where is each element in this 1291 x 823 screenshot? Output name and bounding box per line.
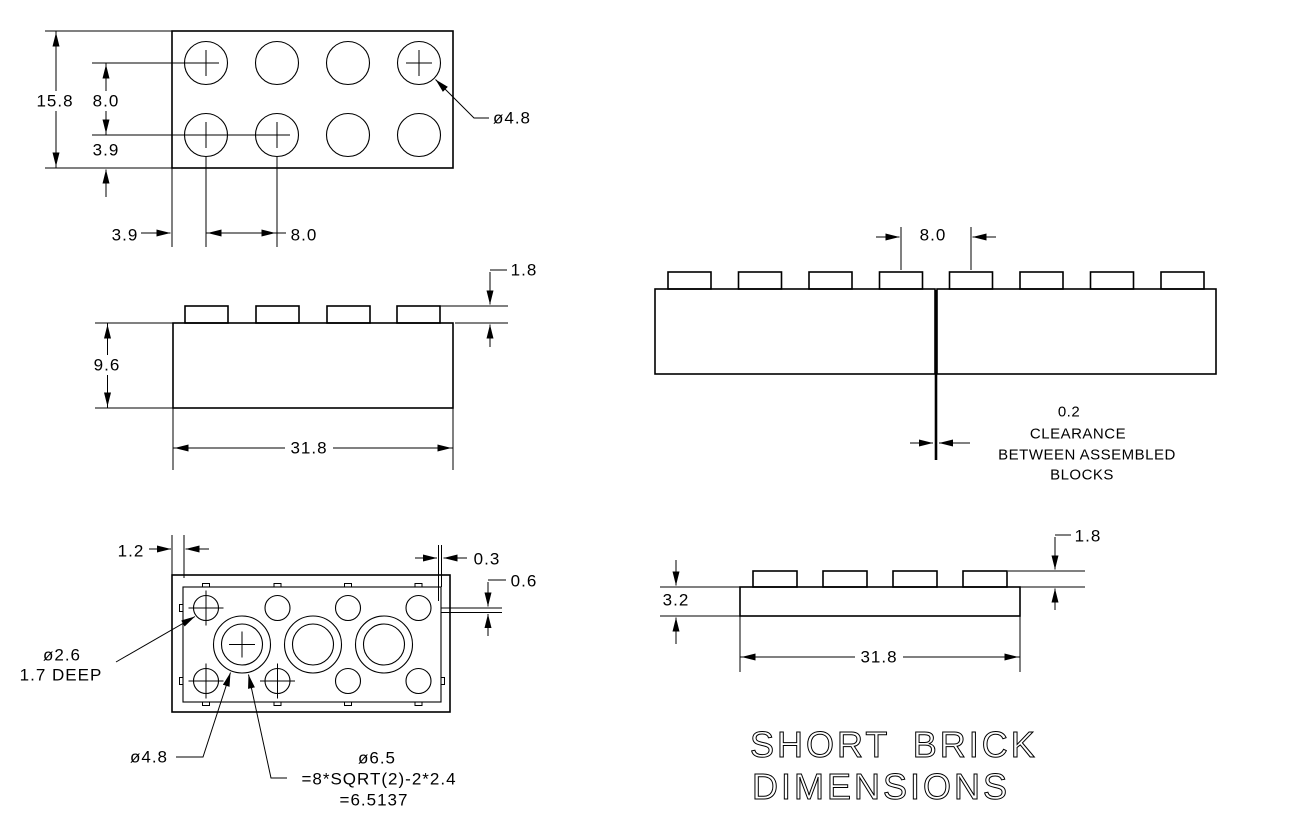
dim-wall-thickness: 1.2 bbox=[118, 542, 145, 561]
assembled-studs bbox=[667, 271, 1205, 290]
clearance-note-line4: BLOCKS bbox=[1050, 467, 1114, 484]
bottom-view: 1.2 0.3 0.6 ø2.6 1.7 DEEP ø4.8 ø6.5 =8*S… bbox=[20, 535, 538, 810]
corner-hole-center-marks bbox=[188, 590, 295, 699]
bottom-outline bbox=[171, 574, 451, 713]
tube-outer-formula: =8*SQRT(2)-2*2.4 bbox=[301, 770, 456, 789]
plate-view: 3.2 1.8 31.8 bbox=[660, 527, 1102, 672]
dim-plate-stud-height: 1.8 bbox=[1075, 527, 1102, 546]
plate-body bbox=[739, 586, 1021, 617]
dim-tube-inner-diameter: ø4.8 bbox=[130, 748, 168, 767]
dim-rib-height: 0.6 bbox=[511, 572, 538, 591]
assembled-dimension-lines bbox=[876, 227, 996, 447]
dim-front-stud-height: 1.8 bbox=[511, 261, 538, 280]
dim-assembled-stud-spacing: 8.0 bbox=[920, 226, 947, 245]
front-view: 9.6 31.8 1.8 bbox=[89, 261, 538, 470]
plate-studs bbox=[752, 570, 1008, 588]
left-brick-body bbox=[654, 288, 936, 375]
clearance-note-line2: CLEARANCE bbox=[1030, 426, 1126, 443]
tube-outer-value: =6.5137 bbox=[340, 791, 409, 810]
dim-top-row-edge-offset: 3.9 bbox=[93, 141, 120, 160]
brick-body bbox=[172, 322, 454, 409]
wall-rib-notches bbox=[171, 535, 502, 706]
dim-top-col-edge-offset: 3.9 bbox=[112, 226, 139, 245]
dim-top-row-spacing: 8.0 bbox=[93, 92, 120, 111]
title-line2: DIMENSIONS bbox=[752, 766, 1010, 807]
top-view: 15.8 8.0 3.9 3.9 8.0 ø4.8 bbox=[31, 30, 531, 247]
dim-plate-length: 31.8 bbox=[860, 648, 897, 667]
stud-center-marks bbox=[193, 50, 432, 148]
assembled-view: 8.0 0.2 CLEARANCE BETWEEN ASSEMBLED BLOC… bbox=[654, 226, 1217, 484]
dim-corner-hole-diameter: ø2.6 bbox=[43, 646, 81, 665]
tubes bbox=[212, 615, 414, 674]
dim-top-stud-diameter: ø4.8 bbox=[493, 109, 531, 128]
dim-corner-hole-depth: 1.7 DEEP bbox=[20, 666, 103, 685]
dim-front-body-height: 9.6 bbox=[94, 356, 121, 375]
clearance-value: 0.2 bbox=[1058, 404, 1080, 421]
clearance-note-line3: BETWEEN ASSEMBLED bbox=[998, 447, 1176, 464]
bottom-view-dimension-lines bbox=[115, 545, 506, 779]
title-line1: SHORT BRICK bbox=[750, 724, 1038, 765]
dim-front-length: 31.8 bbox=[290, 439, 327, 458]
brick-studs bbox=[184, 305, 441, 324]
drawing-title: SHORT BRICK DIMENSIONS bbox=[750, 724, 1038, 808]
dim-tube-outer-diameter: ø6.5 bbox=[358, 749, 396, 768]
front-view-dimension-lines bbox=[95, 269, 508, 470]
top-view-outline bbox=[171, 30, 454, 169]
dim-top-height: 15.8 bbox=[36, 92, 73, 111]
dim-top-col-spacing: 8.0 bbox=[291, 226, 318, 245]
stud-circles bbox=[183, 40, 442, 158]
bottom-inner-wall bbox=[182, 586, 442, 703]
dim-plate-body-height: 3.2 bbox=[663, 591, 690, 610]
dim-rib-thickness: 0.3 bbox=[474, 550, 501, 569]
right-brick-body bbox=[936, 288, 1217, 375]
clearance-note: 0.2 CLEARANCE BETWEEN ASSEMBLED BLOCKS bbox=[998, 404, 1176, 484]
